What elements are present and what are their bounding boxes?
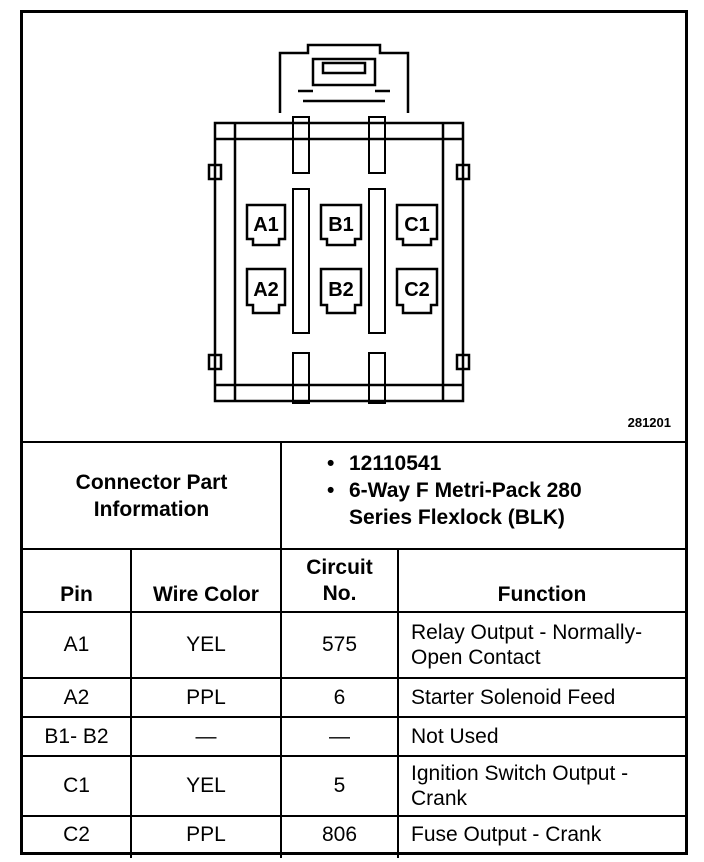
divider (23, 611, 685, 613)
table-row-b1b2-pin: B1- B2 (44, 724, 109, 748)
divider (23, 677, 685, 679)
table-row-a2-pin: A2 (63, 685, 90, 709)
pin-label-c1: C1 (404, 214, 430, 236)
table-row-c1-pin: C1 (63, 774, 90, 797)
divider (23, 548, 685, 550)
table-row-a1-circuit: 575 (321, 633, 358, 656)
header-wire-color: Wire Color (153, 582, 259, 606)
connector-body (207, 121, 471, 403)
table-row-c1-circuit: 5 (333, 774, 346, 797)
divider (23, 441, 685, 443)
divider (23, 716, 685, 718)
pin-label-b2: B2 (328, 279, 354, 301)
connector-diagram: A1 B1 C1 A2 B2 C2 281201 (23, 13, 685, 441)
pin-label-c2: C2 (404, 279, 430, 301)
part-number: 12110541 (323, 450, 649, 477)
header-function: Function (497, 582, 587, 606)
slots (292, 116, 386, 404)
figure-number: 281201 (627, 415, 671, 430)
table-row-a2-function: Starter Solenoid Feed (411, 685, 616, 709)
latch (278, 43, 410, 113)
divider (280, 441, 282, 550)
divider (130, 548, 132, 858)
table-row-c1-wire: YEL (186, 774, 226, 797)
table-row-a2-wire: PPL (186, 685, 226, 709)
header-circuit-no: Circuit No. (306, 555, 373, 605)
pin-label-a2: A2 (253, 279, 279, 301)
table-row-a2-circuit: 6 (333, 685, 346, 709)
connector-description: 6-Way F Metri-Pack 280 Series Flexlock (… (323, 477, 649, 531)
table-row-c1-function: Ignition Switch Output - Crank (411, 762, 629, 810)
table-row-b1b2-wire: — (195, 724, 217, 748)
table-row-a1-function: Relay Output - Normally-Open Contact (411, 621, 643, 669)
divider (397, 548, 399, 858)
table-row-c2-function: Fuse Output - Crank (411, 822, 602, 846)
table-row-c2-circuit: 806 (321, 822, 358, 846)
table-row-b1b2-function: Not Used (411, 724, 499, 748)
connector-info-label: Connector Part Information (75, 470, 228, 521)
divider (23, 815, 685, 817)
table-row-c2-pin: C2 (63, 822, 90, 846)
pin-cavities (245, 203, 439, 315)
connector-sheet: A1 B1 C1 A2 B2 C2 281201 Connector Part … (20, 10, 688, 858)
table-row-a1-wire: YEL (186, 633, 226, 656)
divider (23, 755, 685, 757)
table-row-a1-pin: A1 (63, 633, 90, 656)
pin-label-a1: A1 (253, 214, 279, 236)
pin-labels: A1 B1 C1 A2 B2 C2 (253, 214, 430, 301)
header-pin: Pin (60, 582, 93, 606)
table-row-c2-wire: PPL (186, 822, 226, 846)
connector-info-list: 12110541 6-Way F Metri-Pack 280 Series F… (323, 450, 649, 531)
divider (280, 548, 282, 858)
connector-drawing: A1 B1 C1 A2 B2 C2 (207, 43, 471, 404)
pin-label-b1: B1 (328, 214, 354, 236)
table-row-b1b2-circuit: — (329, 724, 350, 748)
